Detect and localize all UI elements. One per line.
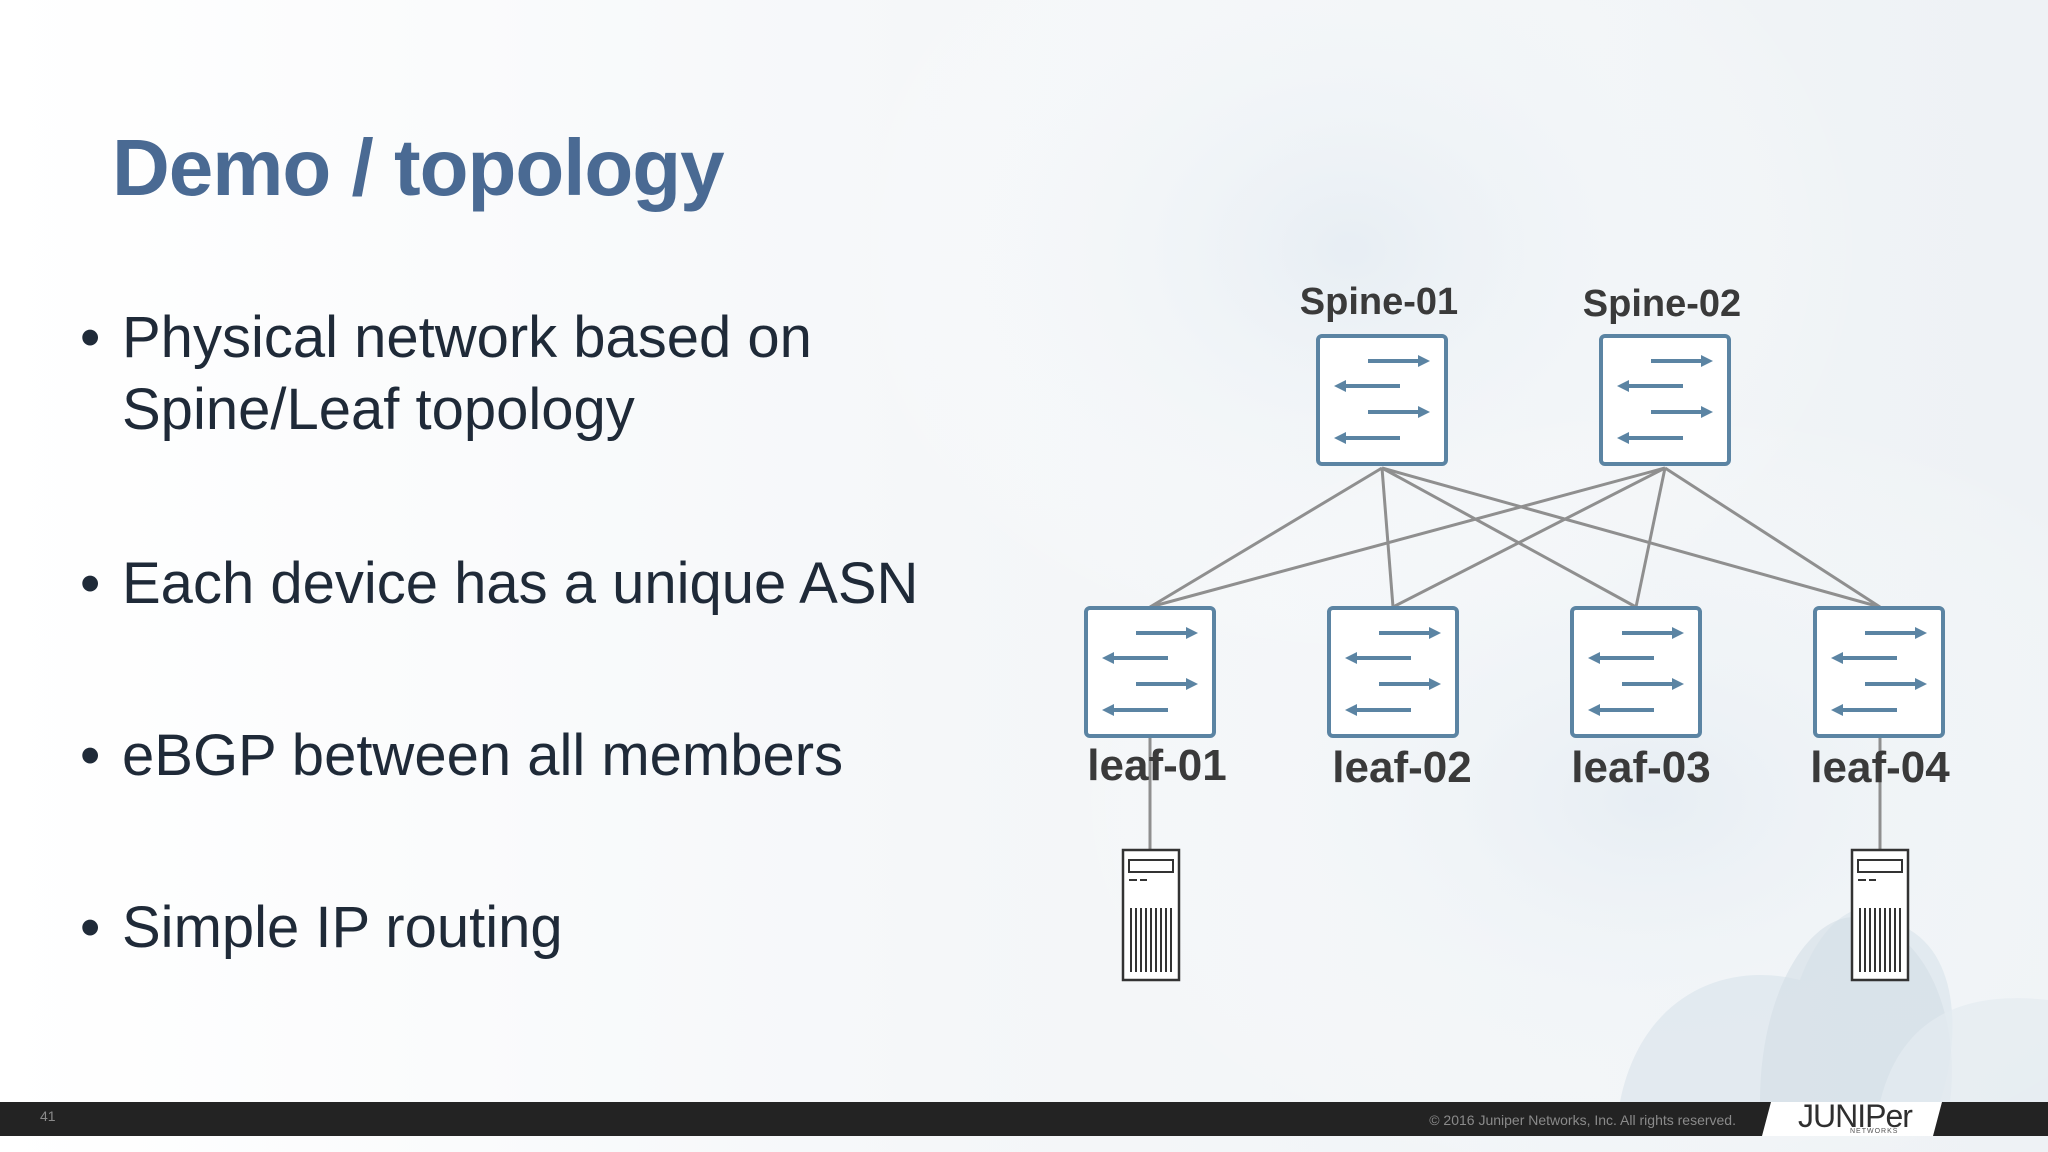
footer-bar <box>0 1102 2048 1136</box>
server-tower-icon <box>1121 848 1181 982</box>
bullet-text: Each device has a unique ASN <box>122 551 919 616</box>
bullet-marker: • <box>80 723 101 788</box>
logo-backdrop <box>1762 1102 1942 1136</box>
bullet-text: eBGP between all members <box>122 723 844 788</box>
bullet-line: Physical network based on <box>122 305 812 370</box>
copyright-notice: © 2016 Juniper Networks, Inc. All rights… <box>1429 1112 1736 1128</box>
server-tower-icon <box>1850 848 1910 982</box>
bullet-text: Simple IP routing <box>122 895 563 960</box>
leaf-label: leaf-01 <box>1087 741 1226 790</box>
leaf-switch-icon <box>1813 606 1945 738</box>
leaf-switch-icon <box>1327 606 1459 738</box>
bullet-text: Physical network based on Spine/Leaf top… <box>122 302 982 446</box>
spine-switch-icon <box>1316 334 1448 466</box>
juniper-logo-subtext: NETWORKS <box>1850 1128 1899 1135</box>
leaf-label: leaf-03 <box>1571 743 1710 792</box>
juniper-logo: JUNIPer <box>1798 1098 1913 1134</box>
slide-title: Demo / topology <box>112 123 725 212</box>
bullet-marker: • <box>80 551 101 616</box>
bullet-marker: • <box>80 305 101 370</box>
spine-label: Spine-01 <box>1300 281 1458 323</box>
leaf-label: leaf-02 <box>1332 743 1471 792</box>
bullet-marker: • <box>80 895 101 960</box>
spine-switch-icon <box>1599 334 1731 466</box>
page-number: 41 <box>40 1108 56 1124</box>
leaf-switch-icon <box>1570 606 1702 738</box>
fabric-links <box>1149 466 1881 609</box>
bullet-line: Spine/Leaf topology <box>122 377 635 442</box>
spine-label: Spine-02 <box>1583 283 1741 325</box>
server-links <box>1148 735 1882 852</box>
leaf-switch-icon <box>1084 606 1216 738</box>
leaf-label: leaf-04 <box>1810 743 1950 792</box>
